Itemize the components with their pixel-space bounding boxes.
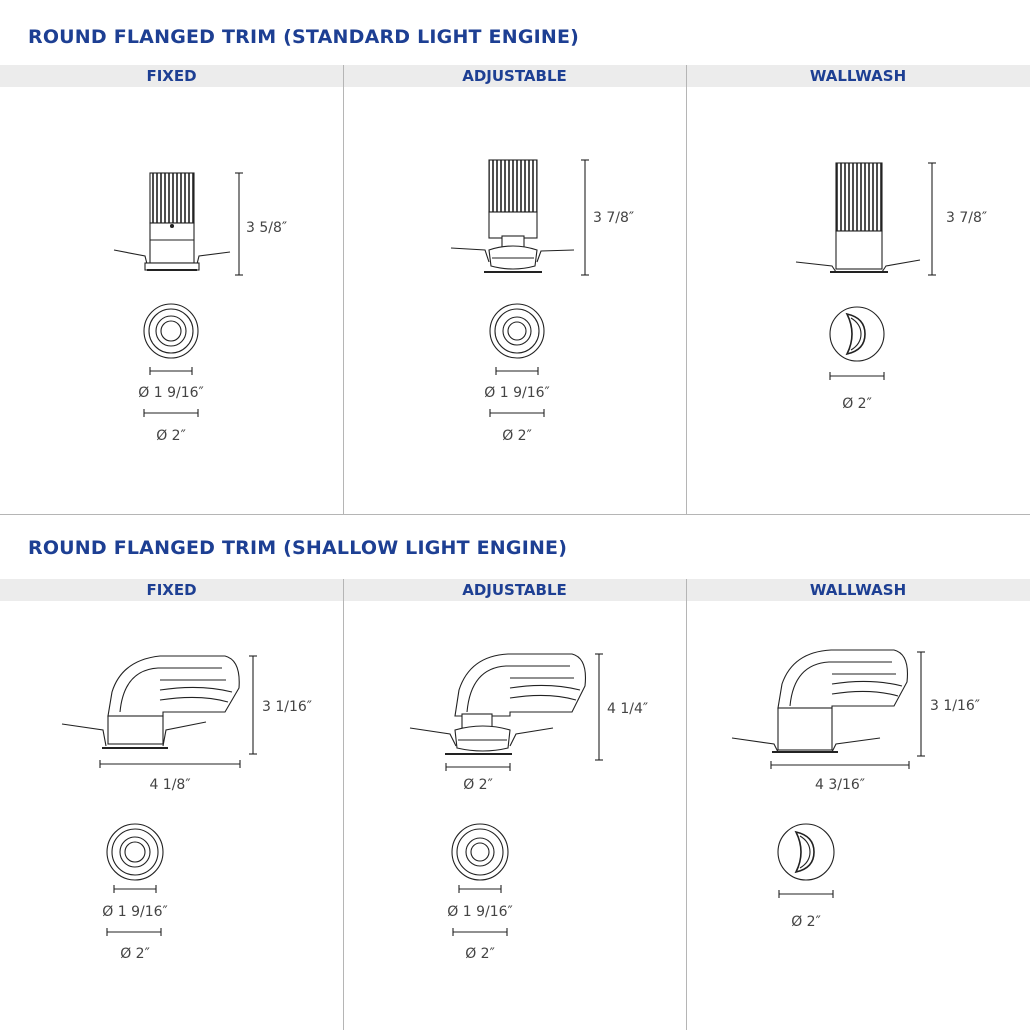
wallwash-shallow-side-view [731,649,909,753]
wallwash-shallow-width-label: 4 3/16″ [815,777,865,793]
column-divider [343,65,344,515]
adjustable-shallow-plan-view [451,823,509,881]
fixed-shallow-side-view [61,655,240,749]
wallwash-outer-dia-label: Ø 2″ [842,396,872,412]
column-header-adjustable: ADJUSTABLE [462,67,567,85]
fixed-shallow-plan-view [106,823,164,881]
dimension-outer-diameter [829,372,885,380]
adjustable-side-view [450,159,575,273]
header-bar [0,579,1030,601]
header-bar [0,65,1030,87]
column-header-adjustable: ADJUSTABLE [462,581,567,599]
column-header-fixed: FIXED [146,67,197,85]
dimension-height [581,159,589,276]
fixed-height-label: 3 5/8″ [246,220,287,236]
dimension-outer-diameter [106,928,162,936]
dimension-width [445,763,511,771]
fixed-shallow-width-label: 4 1/8″ [149,777,190,793]
column-divider [686,65,687,515]
fixed-shallow-height-label: 3 1/16″ [262,699,312,715]
adjustable-height-label: 3 7/8″ [593,210,634,226]
dimension-inner-diameter [495,367,539,375]
wallwash-shallow-plan-view [777,823,835,881]
dimension-width [770,761,910,769]
dimension-height [235,172,243,276]
wallwash-height-label: 3 7/8″ [946,210,987,226]
adjustable-shallow-inner-dia-label: Ø 1 9/16″ [447,904,513,920]
adjustable-outer-dia-label: Ø 2″ [502,428,532,444]
dimension-height [249,655,257,755]
fixed-inner-dia-label: Ø 1 9/16″ [138,385,204,401]
dimension-outer-diameter [452,928,508,936]
column-divider [686,579,687,1030]
dimension-height [917,651,925,757]
section-title-shallow: ROUND FLANGED TRIM (SHALLOW LIGHT ENGINE… [28,537,568,559]
dimension-outer-diameter [778,890,834,898]
adjustable-shallow-width-label: Ø 2″ [463,777,493,793]
fixed-side-view [113,172,231,271]
adjustable-plan-view [489,303,545,359]
fixed-outer-dia-label: Ø 2″ [156,428,186,444]
dimension-outer-diameter [143,409,199,417]
column-divider [343,579,344,1030]
fixed-shallow-inner-dia-label: Ø 1 9/16″ [102,904,168,920]
dimension-inner-diameter [149,367,193,375]
section-title-standard: ROUND FLANGED TRIM (STANDARD LIGHT ENGIN… [28,26,580,48]
adjustable-inner-dia-label: Ø 1 9/16″ [484,385,550,401]
column-header-fixed: FIXED [146,581,197,599]
dimension-inner-diameter [458,885,502,893]
wallwash-shallow-outer-dia-label: Ø 2″ [791,914,821,930]
dimension-inner-diameter [113,885,157,893]
dimension-outer-diameter [489,409,545,417]
adjustable-shallow-side-view [409,653,587,755]
wallwash-plan-view [829,306,885,362]
dimension-width [99,760,241,768]
column-header-wallwash: WALLWASH [809,581,907,599]
fixed-plan-view [143,303,199,359]
adjustable-shallow-outer-dia-label: Ø 2″ [465,946,495,962]
standard-grid: FIXED ADJUSTABLE WALLWASH [0,65,1030,515]
standard-drawings: 3 5/8″ Ø 1 9/16″ Ø 2″ 3 7/8″ Ø 1 9/16″ Ø… [113,159,987,444]
dimension-height [595,653,603,761]
adjustable-shallow-height-label: 4 1/4″ [607,701,648,717]
wallwash-shallow-height-label: 3 1/16″ [930,698,980,714]
dimension-height [928,162,936,276]
wallwash-side-view [795,162,921,273]
fixed-shallow-outer-dia-label: Ø 2″ [120,946,150,962]
column-header-wallwash: WALLWASH [809,67,907,85]
section-divider [0,514,1030,515]
shallow-grid: FIXED ADJUSTABLE WALLWASH [0,579,1030,1030]
